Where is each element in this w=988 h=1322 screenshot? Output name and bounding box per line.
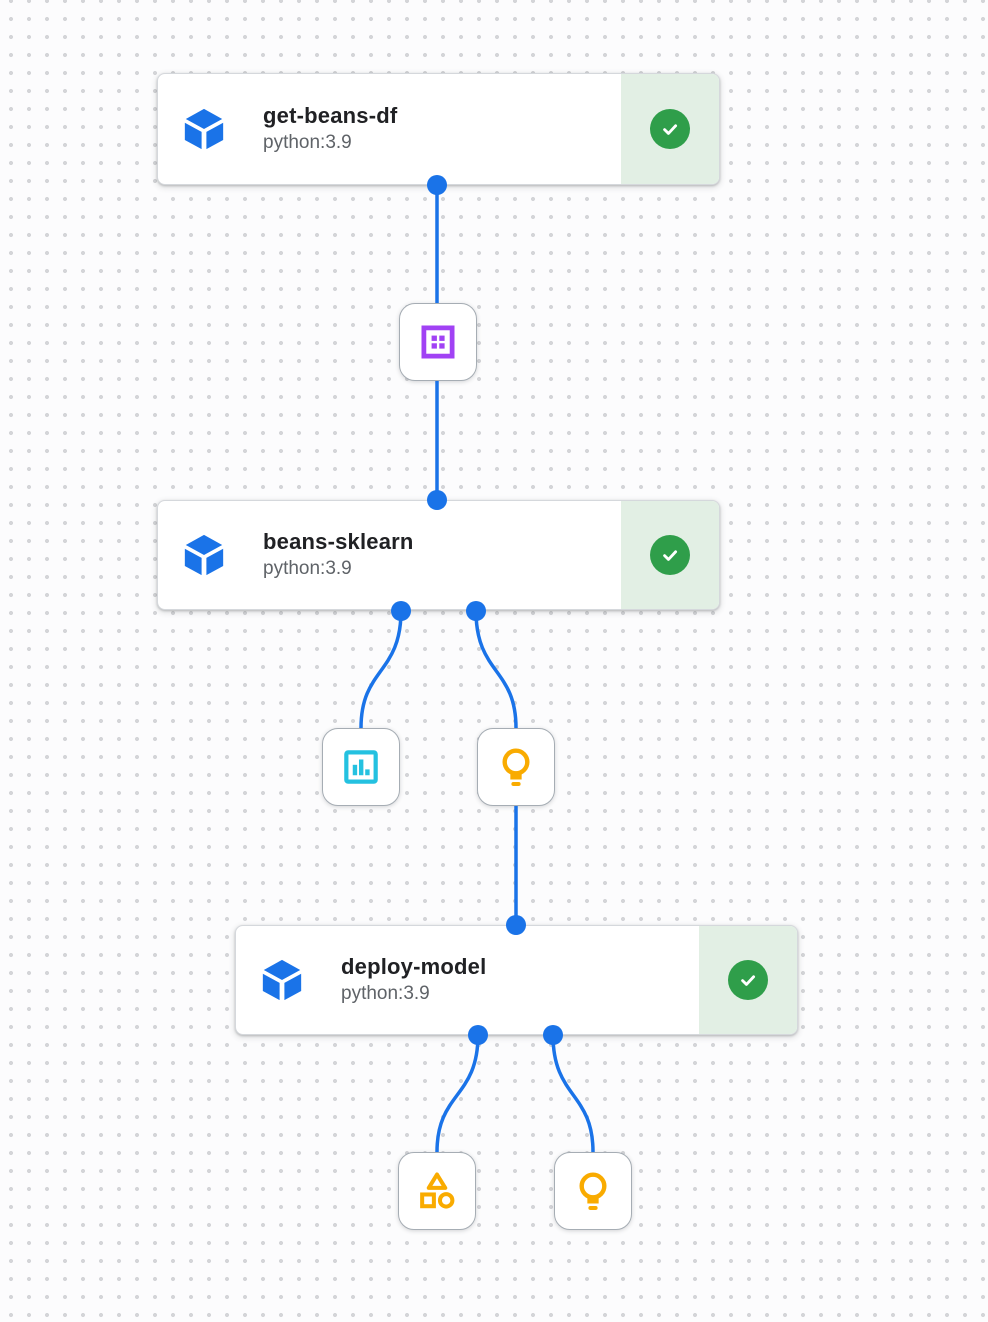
artifact-node-metrics[interactable] — [322, 728, 400, 806]
status-band — [699, 926, 797, 1034]
task-image-tag: python:3.9 — [263, 557, 352, 579]
task-title: get-beans-df — [263, 103, 398, 129]
artifact-node-model[interactable] — [477, 728, 555, 806]
edge-deploy-to-artifact — [435, 1034, 480, 1153]
shapes-icon — [415, 1169, 459, 1213]
artifact-node-artifact[interactable] — [398, 1152, 476, 1230]
artifact-node-model-2[interactable] — [554, 1152, 632, 1230]
status-band — [621, 501, 719, 609]
task-node-beans-sklearn[interactable]: beans-sklearn python:3.9 — [157, 500, 720, 610]
bar-chart-icon — [339, 745, 383, 789]
pipeline-step-cube-icon — [259, 957, 305, 1003]
lightbulb-icon — [493, 744, 539, 790]
task-image-tag: python:3.9 — [263, 131, 352, 153]
success-check-icon — [650, 535, 690, 575]
task-node-deploy-model[interactable]: deploy-model python:3.9 — [235, 925, 798, 1035]
pipeline-step-cube-icon — [181, 532, 227, 578]
lightbulb-icon — [570, 1168, 616, 1214]
task-title: beans-sklearn — [263, 529, 414, 555]
task-title: deploy-model — [341, 954, 487, 980]
artifact-node-dataset[interactable] — [399, 303, 477, 381]
dataset-grid-icon — [416, 320, 460, 364]
task-node-get-beans-df[interactable]: get-beans-df python:3.9 — [157, 73, 720, 185]
success-check-icon — [650, 109, 690, 149]
task-image-tag: python:3.9 — [341, 982, 430, 1004]
pipeline-step-cube-icon — [181, 106, 227, 152]
edge-deploy-to-model2 — [551, 1034, 595, 1153]
edge-sklearn-to-model — [474, 610, 518, 729]
edge-sklearn-to-metrics — [359, 610, 403, 729]
success-check-icon — [728, 960, 768, 1000]
status-band — [621, 74, 719, 184]
